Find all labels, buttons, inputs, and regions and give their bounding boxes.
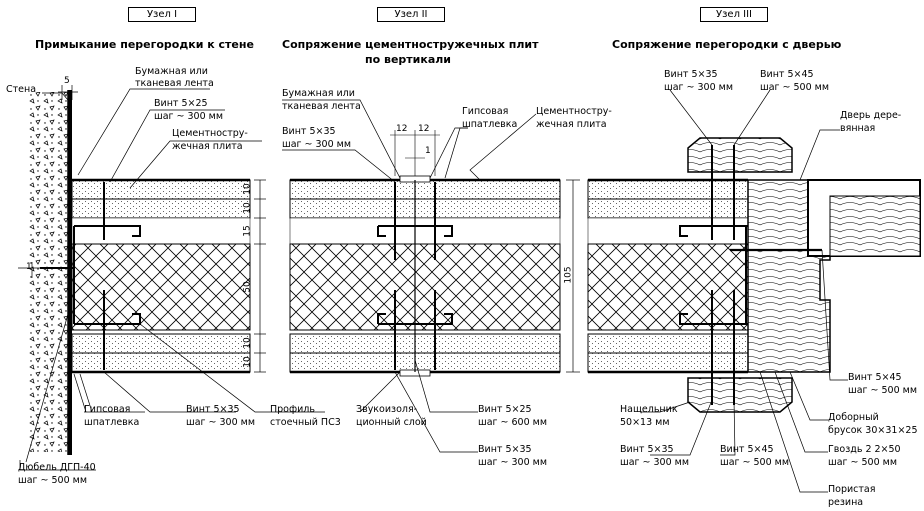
label-screw-3a: Винт 5×35 [282,126,336,137]
title-node1: Примыкание перегородки к стене [35,38,254,51]
node3-header: Узел III [700,7,768,22]
label-door-b: вянная [840,123,876,134]
label-nail-b: шаг ~ 500 мм [828,457,897,468]
label-rubber-a: Пористая [828,484,876,495]
label-door-a: Дверь дере- [840,110,902,121]
label-putty-2a: Гипсовая [462,106,509,117]
label-wall: Стена [6,84,37,95]
dim-1-node2: 1 [425,146,431,156]
label-plate-2a: Цементностру- [536,106,612,117]
label-screw-7b: шаг ~ 500 мм [760,82,829,93]
label-tape-2a: Бумажная или [282,88,355,99]
dim-10-c: 10 [242,337,253,349]
label-screw-9b: шаг ~ 500 мм [720,457,789,468]
dim-15: 15 [242,225,253,237]
dim-50: 50 [242,281,253,293]
dim-1-node1: 1 [26,262,32,272]
label-dowel-b: шаг ~ 500 мм [18,475,87,486]
center-dimensions [254,179,266,373]
node2-section [282,99,580,453]
title-node2a: Сопряжение цементностружечных плит [282,38,539,51]
node1-plate-1 [71,179,251,200]
label-screw-1b: шаг ~ 300 мм [154,111,223,122]
dim-5: 5 [64,76,70,86]
label-screw-10b: шаг ~ 500 мм [848,385,917,396]
label-tape-1b: тканевая лента [135,78,214,89]
label-screw-4b: шаг ~ 600 мм [478,417,547,428]
label-tape-1a: Бумажная или [135,66,208,77]
label-dowel-a: Дюбель ДГП-40 [18,462,96,473]
label-screw-8b: шаг ~ 300 мм [620,457,689,468]
label-tape-2b: тканевая лента [282,101,361,112]
title-node3: Сопряжение перегородки с дверью [612,38,842,51]
dim-10-d: 10 [242,356,253,368]
label-bar-a: Доборный [828,412,879,423]
label-plate-1b: жечная плита [172,141,243,152]
label-screw-4a: Винт 5×25 [478,404,532,415]
label-screw-6a: Винт 5×35 [664,69,718,80]
title-node2b: по вертикали [365,53,452,66]
label-sound-b: ционный слой [356,417,427,428]
wall-hatch [28,92,68,452]
label-screw-2b: шаг ~ 300 мм [186,417,255,428]
dim-12-a: 12 [396,124,408,134]
label-screw-3b: шаг ~ 300 мм [282,139,351,150]
label-profile-a: Профиль [270,404,315,415]
label-putty-2b: шпатлевка [462,119,518,130]
label-screw-10a: Винт 5×45 [848,372,902,383]
label-nail-a: Гвоздь 2 2×50 [828,444,901,455]
dim-10-a: 10 [242,183,253,195]
label-screw-6b: шаг ~ 300 мм [664,82,733,93]
dim-12-b: 12 [418,124,430,134]
node1-insulation [71,243,251,331]
label-screw-5a: Винт 5×35 [478,444,532,455]
label-screw-2a: Винт 5×35 [186,404,240,415]
label-plate-1a: Цементностру- [172,128,248,139]
label-strip-b: 50×13 мм [620,417,670,428]
label-rubber-b: резина [828,497,864,508]
label-screw-7a: Винт 5×45 [760,69,814,80]
label-strip-a: Нащельник [620,404,678,415]
label-plate-2b: жечная плита [536,119,607,130]
label-putty-1b: шпатлевка [84,417,140,428]
node2-header: Узел II [377,7,445,22]
label-screw-8a: Винт 5×35 [620,444,674,455]
dim-10-b: 10 [242,202,253,214]
label-profile-b: стоечный ПС3 [270,417,341,428]
label-sound-a: Звукоизоля- [356,404,418,415]
node1-header: Узел I [128,7,196,22]
label-screw-1a: Винт 5×25 [154,98,208,109]
node1-section [18,85,325,471]
node3-section [587,89,921,493]
label-bar-b: брусок 30×31×25 [828,425,918,436]
node1-plate-2 [71,198,251,219]
label-putty-1a: Гипсовая [84,404,131,415]
label-screw-5b: шаг ~ 300 мм [478,457,547,468]
label-screw-9a: Винт 5×45 [720,444,774,455]
dim-105: 105 [563,266,574,284]
